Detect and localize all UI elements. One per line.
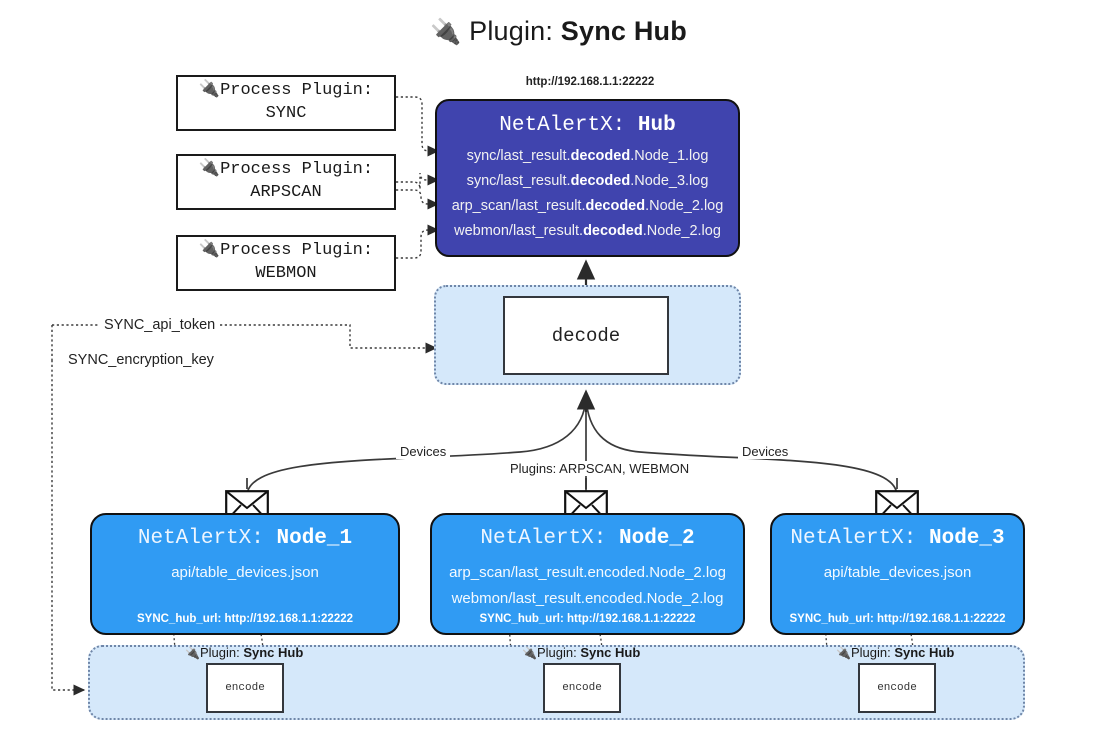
plug-icon: 🔌 <box>185 646 200 660</box>
process-plugin-label: 🔌Process Plugin: <box>198 160 374 180</box>
plug-icon: 🔌 <box>198 241 221 261</box>
node-hub-url: SYNC_hub_url: http://192.168.1.1:22222 <box>789 613 1006 625</box>
node-card-node-3[interactable]: NetAlertX: Node_3 api/table_devices.json… <box>770 513 1025 635</box>
process-plugin-box-sync[interactable]: 🔌Process Plugin: SYNC <box>176 75 396 131</box>
node-hub-url: SYNC_hub_url: http://192.168.1.1:22222 <box>479 613 696 625</box>
process-plugin-box-webmon[interactable]: 🔌Process Plugin: WEBMON <box>176 235 396 291</box>
encode-box-node-3[interactable]: encode <box>858 663 936 713</box>
page-title: 🔌 Plugin: Sync Hub <box>0 16 1117 47</box>
edge-label-devices-left: Devices <box>396 444 451 459</box>
node-line-list: arp_scan/last_result.encoded.Node_2.log … <box>432 560 743 613</box>
title-name: Sync Hub <box>560 16 687 46</box>
plugin-tag-node-3: 🔌Plugin: Sync Hub <box>836 645 955 660</box>
plugin-tag-node-1: 🔌Plugin: Sync Hub <box>185 645 304 660</box>
process-plugin-name: SYNC <box>265 104 307 123</box>
hub-log-line: sync/last_result.decoded.Node_1.log <box>466 148 709 164</box>
hub-node[interactable]: NetAlertX: Hub sync/last_result.decoded.… <box>435 99 740 257</box>
title-prefix: Plugin: <box>469 16 554 46</box>
encode-box-node-2[interactable]: encode <box>543 663 621 713</box>
hub-log-line: sync/last_result.decoded.Node_3.log <box>466 172 709 189</box>
plugin-tag-node-2: 🔌Plugin: Sync Hub <box>522 645 641 660</box>
node-title: NetAlertX: Node_1 <box>137 527 353 550</box>
process-plugin-name: WEBMON <box>255 264 317 283</box>
process-plugin-box-arpscan[interactable]: 🔌Process Plugin: ARPSCAN <box>176 154 396 210</box>
sync-encryption-key-label: SYNC_encryption_key <box>64 352 218 368</box>
node-line: webmon/last_result.encoded.Node_2.log <box>451 590 724 608</box>
node-title: NetAlertX: Node_3 <box>790 527 1005 550</box>
hub-log-list: sync/last_result.decoded.Node_1.log sync… <box>437 144 738 244</box>
process-plugin-name: ARPSCAN <box>250 183 322 202</box>
plug-icon: 🔌 <box>198 81 221 101</box>
node-line-list: api/table_devices.json <box>92 560 398 586</box>
hub-log-line: arp_scan/last_result.decoded.Node_2.log <box>451 197 724 214</box>
node-card-node-1[interactable]: NetAlertX: Node_1 api/table_devices.json… <box>90 513 400 635</box>
decode-box[interactable]: decode <box>503 296 669 375</box>
node-title: NetAlertX: Node_2 <box>480 527 695 550</box>
plug-icon: 🔌 <box>430 18 462 46</box>
process-plugin-label: 🔌Process Plugin: <box>198 241 374 261</box>
node-card-node-2[interactable]: NetAlertX: Node_2 arp_scan/last_result.e… <box>430 513 745 635</box>
node-line-list: api/table_devices.json <box>772 560 1023 586</box>
hub-log-line: webmon/last_result.decoded.Node_2.log <box>454 222 721 239</box>
node-line: api/table_devices.json <box>823 564 972 581</box>
plug-icon: 🔌 <box>522 646 537 660</box>
node-line: api/table_devices.json <box>171 564 319 581</box>
edge-label-devices-right: Devices <box>738 444 793 459</box>
hub-title: NetAlertX: Hub <box>499 114 676 137</box>
edge-label-plugins: Plugins: ARPSCAN, WEBMON <box>506 461 694 476</box>
plug-icon: 🔌 <box>836 646 851 660</box>
process-plugin-label: 🔌Process Plugin: <box>198 81 374 101</box>
hub-url-label: http://192.168.1.1:22222 <box>525 76 655 88</box>
encode-box-node-1[interactable]: encode <box>206 663 284 713</box>
node-line: arp_scan/last_result.encoded.Node_2.log <box>449 564 726 581</box>
sync-api-token-label: SYNC_api_token <box>100 317 220 333</box>
plug-icon: 🔌 <box>198 160 221 180</box>
node-hub-url: SYNC_hub_url: http://192.168.1.1:22222 <box>136 613 354 625</box>
